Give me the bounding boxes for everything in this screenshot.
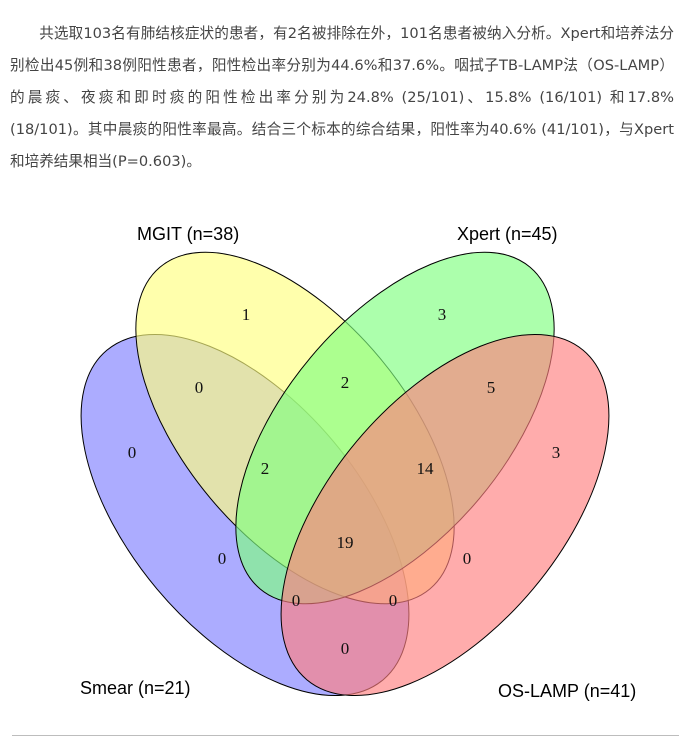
region-count-smear-xpert-oslamp: 0 (292, 591, 301, 610)
region-count-mgit-xpert-oslamp: 14 (417, 459, 435, 478)
venn-diagram: MGIT (n=38) Xpert (n=45) Smear (n=21) OS… (80, 224, 636, 701)
region-count-xpert-oslamp: 5 (487, 378, 496, 397)
venn-ellipse-oslamp (280, 333, 610, 697)
bottom-divider (12, 735, 679, 736)
set-label-xpert: Xpert (n=45) (457, 224, 558, 244)
region-count-smear-mgit-oslamp: 0 (389, 591, 398, 610)
set-label-oslamp: OS-LAMP (n=41) (498, 681, 636, 701)
region-count-smear-only: 0 (128, 443, 137, 462)
region-count-mgit-oslamp: 0 (463, 549, 472, 568)
region-count-oslamp-only: 3 (552, 443, 561, 462)
set-label-mgit: MGIT (n=38) (137, 224, 239, 244)
region-count-xpert-only: 3 (438, 305, 447, 324)
region-count-smear-oslamp: 0 (341, 639, 350, 658)
region-count-smear-mgit: 0 (195, 378, 204, 397)
region-count-smear-mgit-xpert: 2 (261, 459, 270, 478)
region-count-mgit-only: 1 (242, 305, 251, 324)
region-count-all-four: 19 (337, 533, 354, 552)
region-count-mgit-xpert: 2 (341, 373, 350, 392)
region-count-smear-xpert: 0 (218, 549, 227, 568)
article-paragraph: 共选取103名有肺结核症状的患者，有2名被排除在外，101名患者被纳入分析。Xp… (10, 25, 674, 170)
set-label-smear: Smear (n=21) (80, 678, 191, 698)
